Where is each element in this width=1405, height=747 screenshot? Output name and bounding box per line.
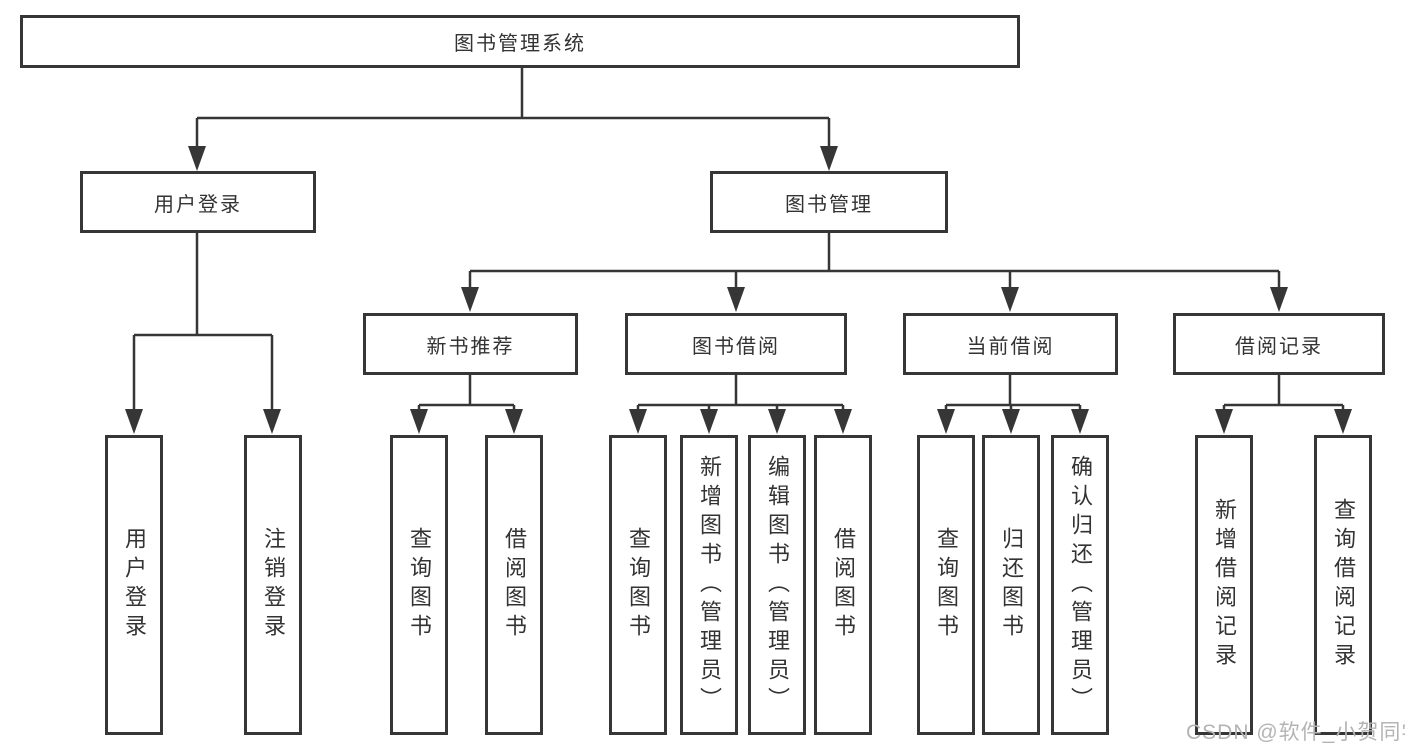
node-add-borrow-record-label: 新增借阅记录 bbox=[1212, 498, 1237, 672]
node-user-login-leaf-label: 用户登录 bbox=[122, 527, 147, 643]
arrowheads bbox=[125, 146, 1352, 434]
node-query-books-2: 查询图书 bbox=[609, 435, 667, 735]
node-new-book-recommend-label: 新书推荐 bbox=[426, 335, 515, 358]
node-new-book-recommend: 新书推荐 bbox=[363, 313, 578, 375]
node-borrow-books-1-label: 借阅图书 bbox=[502, 527, 527, 643]
node-borrow-books-1: 借阅图书 bbox=[485, 435, 543, 735]
node-return-books-label: 归还图书 bbox=[999, 527, 1024, 643]
node-book-management-label: 图书管理 bbox=[785, 193, 873, 216]
node-query-borrow-record: 查询借阅记录 bbox=[1314, 435, 1372, 735]
node-root-label: 图书管理系统 bbox=[454, 33, 586, 55]
node-borrow-records: 借阅记录 bbox=[1173, 313, 1385, 375]
node-book-borrow-label: 图书借阅 bbox=[692, 335, 780, 358]
node-query-books-1: 查询图书 bbox=[390, 435, 448, 735]
node-borrow-books-2: 借阅图书 bbox=[814, 435, 872, 735]
node-query-books-3-label: 查询图书 bbox=[934, 527, 959, 643]
node-confirm-return-admin-label: 确认归还（管理员） bbox=[1068, 454, 1093, 716]
node-query-books-3: 查询图书 bbox=[917, 435, 975, 735]
node-user-login-label: 用户登录 bbox=[154, 193, 242, 216]
node-add-books-admin-label: 新增图书（管理员） bbox=[697, 454, 722, 716]
node-logout-label: 注销登录 bbox=[261, 527, 286, 643]
node-confirm-return-admin: 确认归还（管理员） bbox=[1051, 435, 1109, 735]
node-current-borrow-label: 当前借阅 bbox=[966, 335, 1055, 358]
node-query-borrow-record-label: 查询借阅记录 bbox=[1331, 498, 1356, 672]
node-add-borrow-record: 新增借阅记录 bbox=[1195, 435, 1253, 735]
node-query-books-1-label: 查询图书 bbox=[407, 527, 432, 643]
watermark: CSDN @软件_小贺同学 bbox=[1186, 721, 1405, 744]
node-logout: 注销登录 bbox=[244, 435, 302, 735]
node-book-borrow: 图书借阅 bbox=[625, 313, 847, 375]
node-user-login-leaf: 用户登录 bbox=[105, 435, 163, 735]
node-return-books: 归还图书 bbox=[982, 435, 1040, 735]
node-borrow-records-label: 借阅记录 bbox=[1235, 335, 1323, 358]
node-book-management: 图书管理 bbox=[710, 171, 948, 233]
node-add-books-admin: 新增图书（管理员） bbox=[680, 435, 738, 735]
node-edit-books-admin-label: 编辑图书（管理员） bbox=[765, 454, 790, 716]
node-user-login: 用户登录 bbox=[80, 171, 316, 233]
node-root: 图书管理系统 bbox=[20, 15, 1020, 68]
node-query-books-2-label: 查询图书 bbox=[626, 527, 651, 643]
node-current-borrow: 当前借阅 bbox=[903, 313, 1118, 375]
node-edit-books-admin: 编辑图书（管理员） bbox=[748, 435, 806, 735]
node-borrow-books-2-label: 借阅图书 bbox=[831, 527, 856, 643]
